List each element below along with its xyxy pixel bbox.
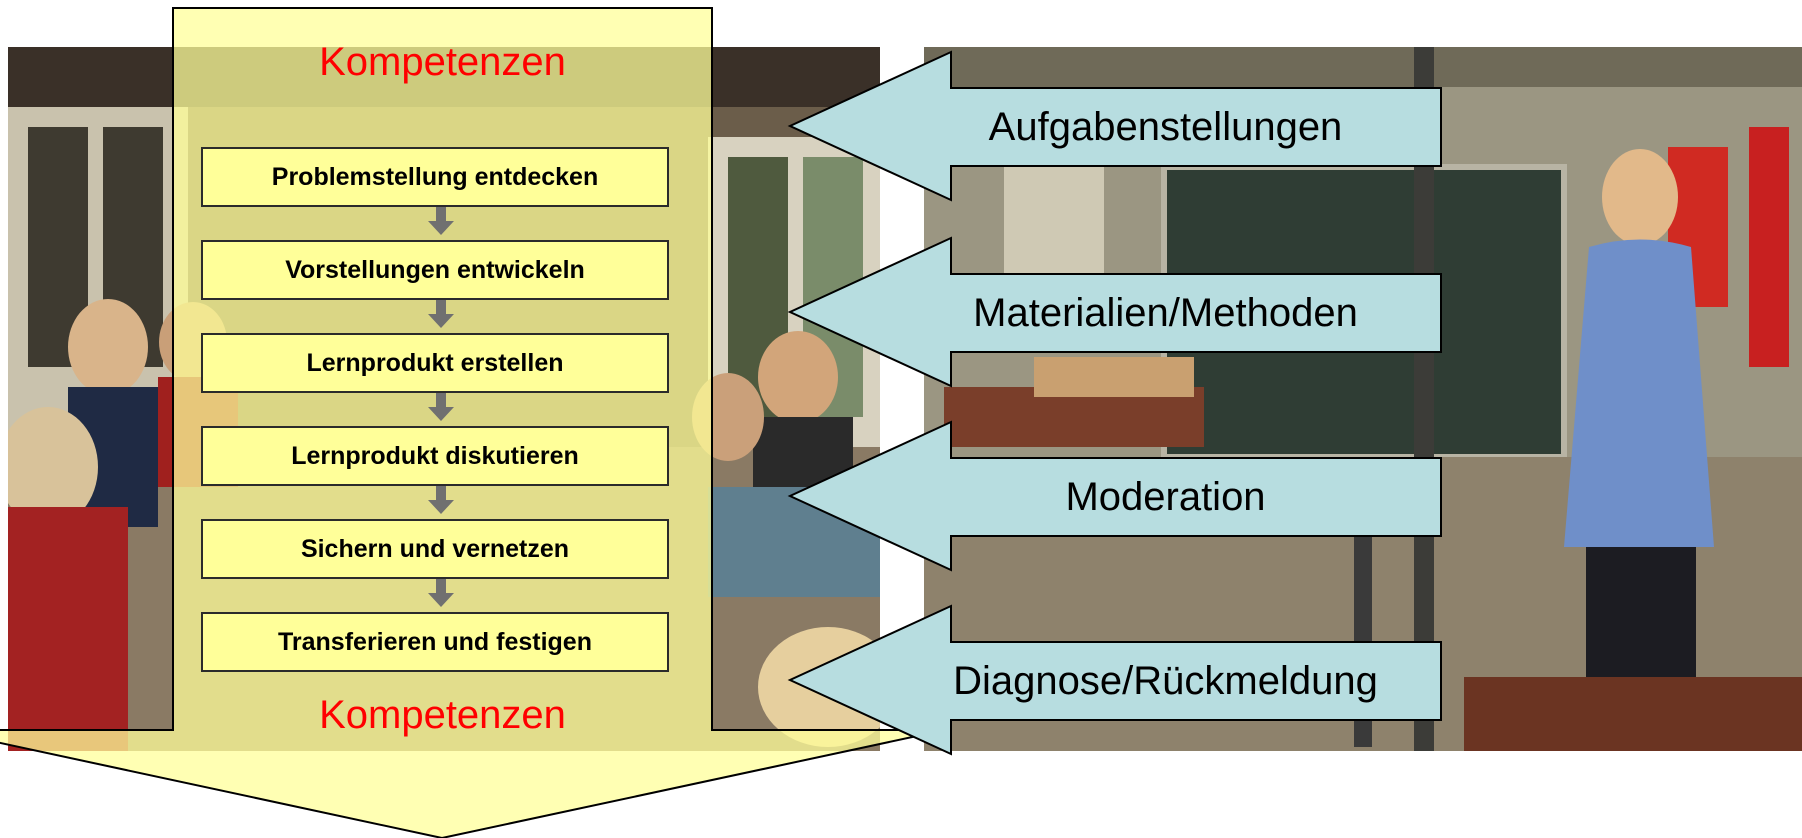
- callout-arrow-1: [787, 50, 1442, 202]
- connector-5: [436, 579, 446, 595]
- process-step-5: Sichern und vernetzen: [201, 519, 669, 579]
- competence-label-bottom: Kompetenzen: [319, 693, 566, 737]
- competence-label-top: Kompetenzen: [319, 40, 566, 84]
- connector-4: [436, 486, 446, 502]
- process-step-1: Problemstellung entdecken: [201, 147, 669, 207]
- connector-1: [436, 207, 446, 223]
- callout-label-tasks: Aufgabenstellungen: [988, 105, 1343, 149]
- callout-arrow-2: [787, 236, 1442, 388]
- callout-arrow-3: [787, 420, 1442, 572]
- process-step-3: Lernprodukt erstellen: [201, 333, 669, 393]
- callout-arrow-4: [787, 604, 1442, 756]
- callout-label-moderation: Moderation: [1065, 475, 1266, 519]
- connector-3: [436, 393, 446, 409]
- callout-label-materials: Materialien/Methoden: [973, 291, 1358, 335]
- process-step-6: Transferieren und festigen: [201, 612, 669, 672]
- step-connectors: [428, 207, 454, 607]
- process-step-2: Vorstellungen entwickeln: [201, 240, 669, 300]
- callout-label-diagnosis: Diagnose/Rückmeldung: [953, 659, 1378, 703]
- connector-2: [436, 300, 446, 316]
- process-step-4: Lernprodukt diskutieren: [201, 426, 669, 486]
